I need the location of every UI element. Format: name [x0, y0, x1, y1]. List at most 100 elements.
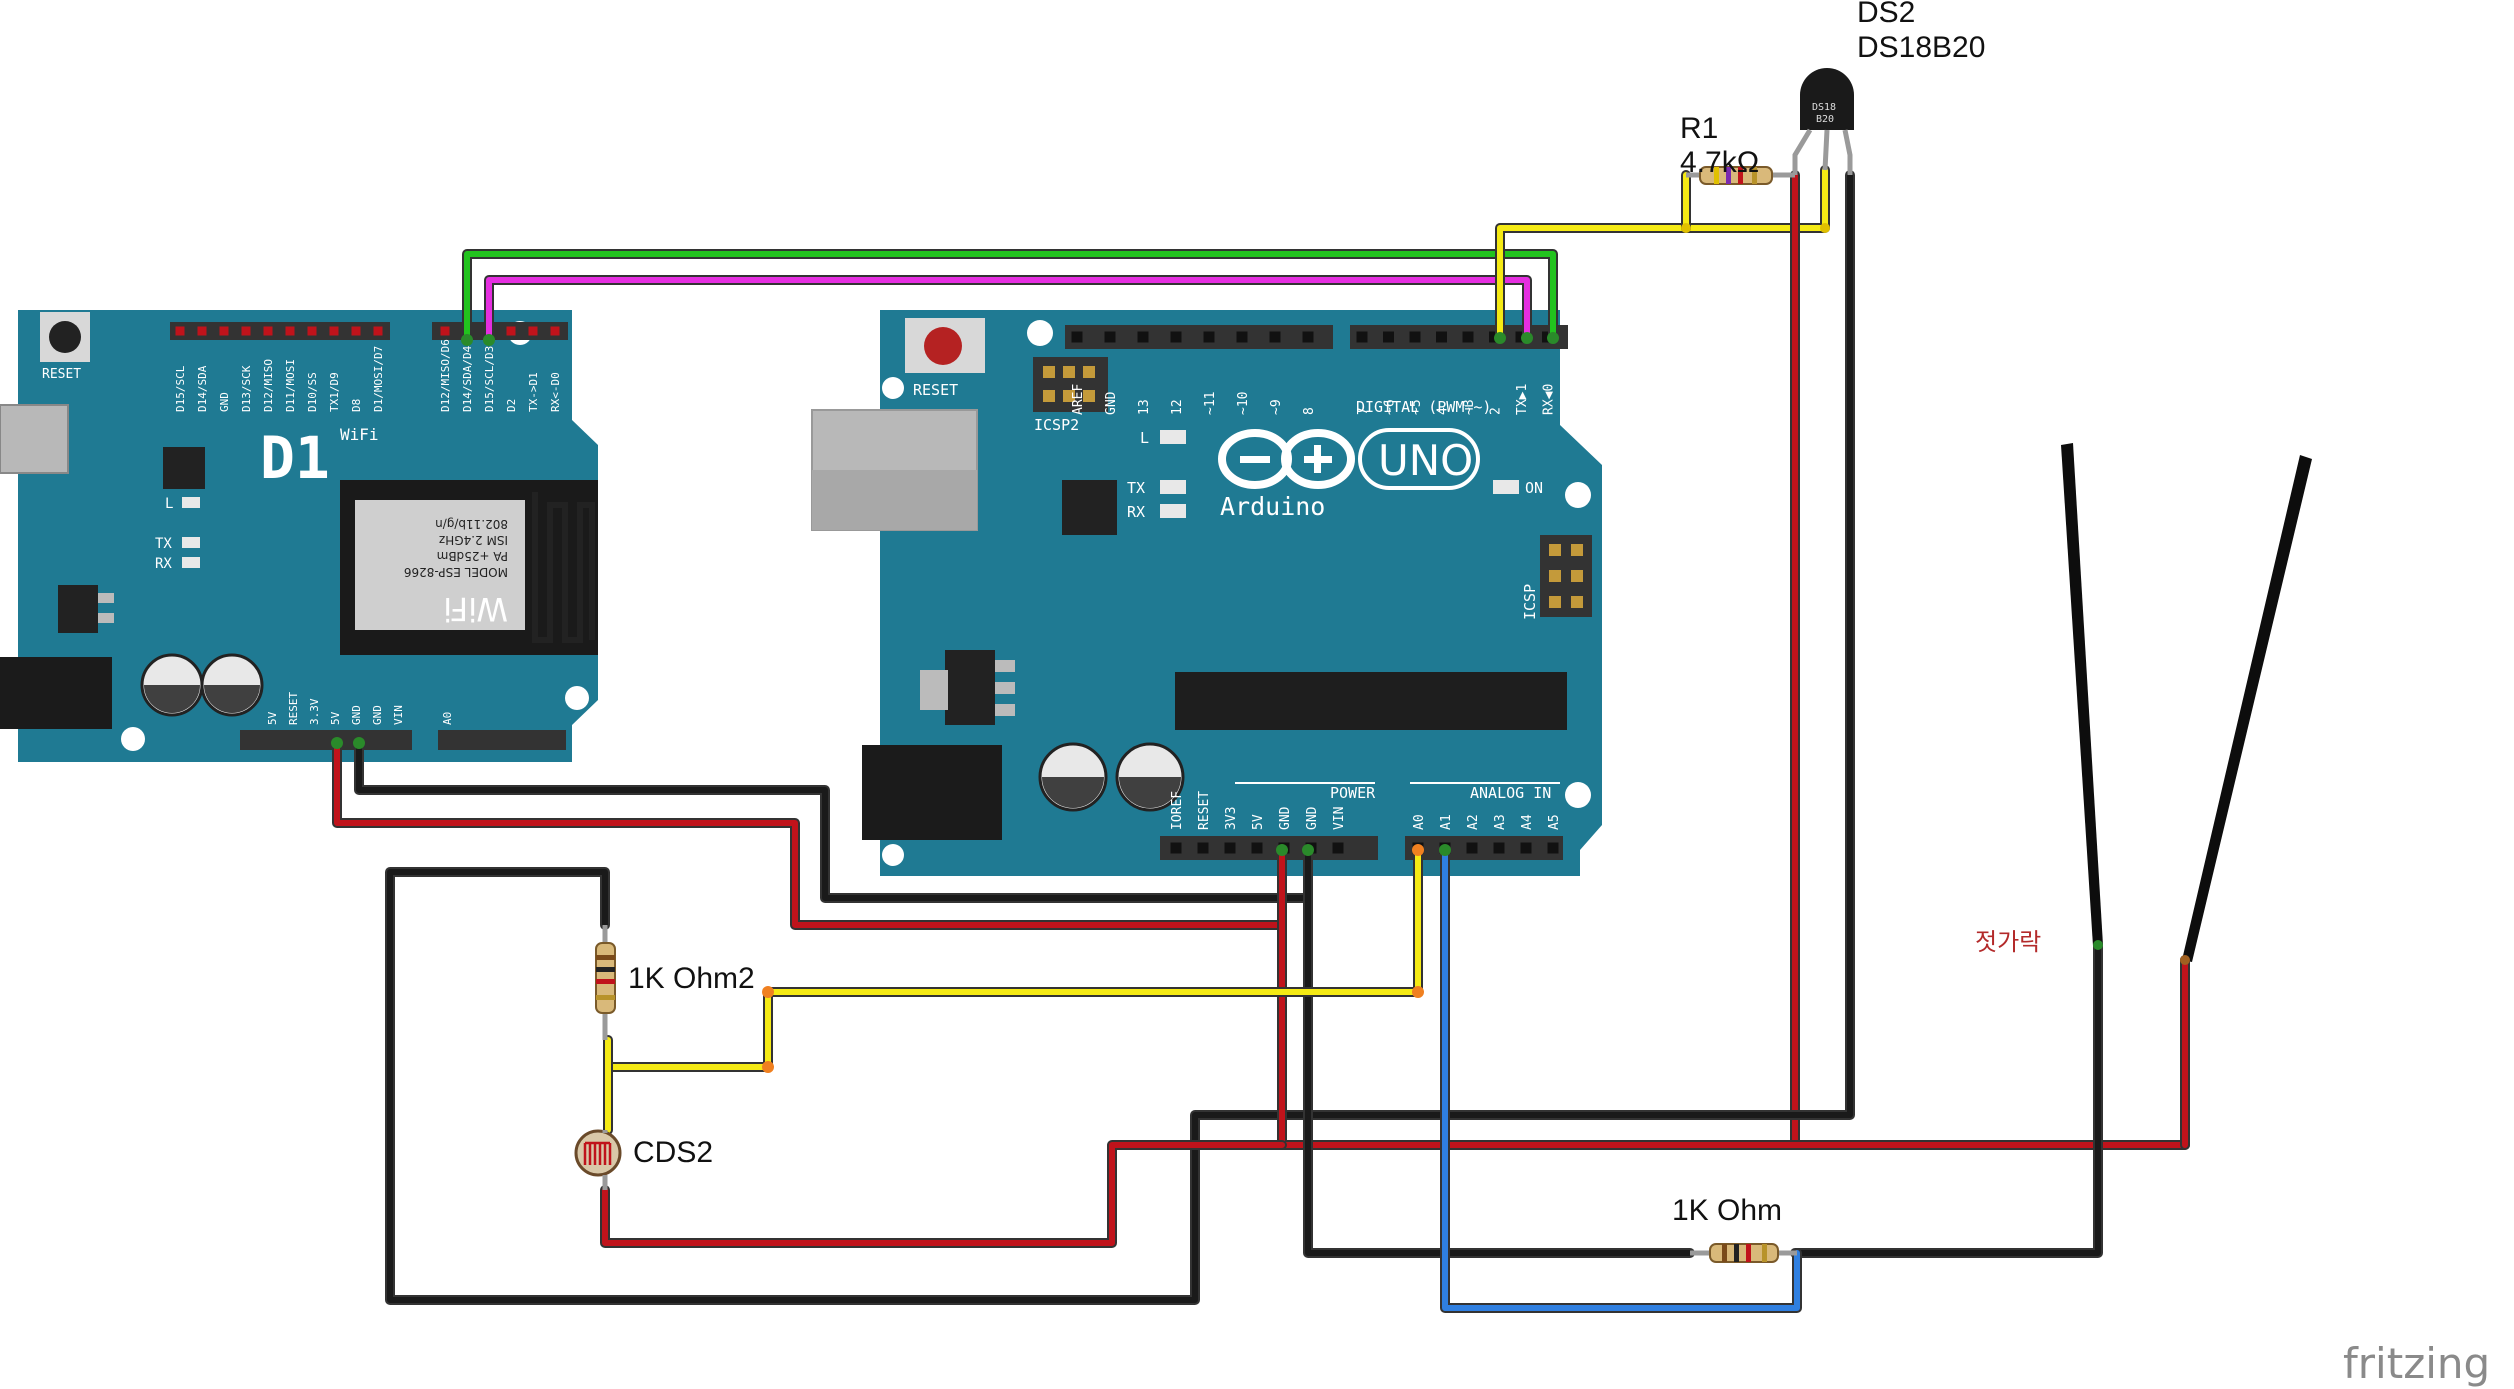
d1-led-tx-label: TX — [155, 536, 172, 552]
d1-bottom-header-right — [438, 730, 566, 750]
wire-yellow-a0 — [605, 847, 1421, 1070]
chopsticks-label: 젓가락 — [1975, 928, 2041, 956]
header-pin — [1515, 331, 1527, 343]
ds18b20-chip-text: DS18 — [1812, 102, 1836, 113]
mounting-hole — [882, 844, 904, 866]
pin-label: 2 — [1489, 407, 1504, 415]
header-pin — [175, 326, 185, 336]
uno-reset-button-cap — [924, 327, 962, 365]
esp8266-shield — [355, 500, 525, 630]
esp8266-module-text: PA +25dBm — [437, 549, 508, 563]
chopstick-left — [2061, 443, 2103, 946]
pin-label: GND — [1278, 806, 1293, 830]
header-pin — [1071, 331, 1083, 343]
header-pin — [307, 326, 317, 336]
wire-black-uno-gnd — [1303, 845, 1695, 1258]
uno-dc-jack — [862, 745, 1002, 840]
header-pin — [1302, 331, 1314, 343]
header-pin — [1224, 842, 1236, 854]
pin-label: 5V — [266, 711, 279, 725]
d1-wifi-label: WiFi — [340, 425, 379, 444]
resistor-r1: R1 4.7kΩ — [1680, 112, 1795, 185]
header-pin — [1251, 842, 1263, 854]
resistor-1k-ohm: 1K Ohm — [1672, 1194, 1797, 1263]
pin-label: VIN — [1332, 807, 1347, 830]
d1-chip — [163, 447, 205, 489]
uno-model-badge — [1358, 428, 1480, 490]
header-pin — [1170, 331, 1182, 343]
pin-label: ~5 — [1409, 399, 1424, 415]
header-pin — [1462, 331, 1474, 343]
fritzing-logo: fritzing — [2343, 1339, 2490, 1388]
cds-body — [574, 1129, 622, 1177]
pin-label: 13 — [1137, 399, 1152, 415]
uno-icsp-label: ICSP — [1521, 584, 1539, 620]
pin-label: AREF — [1071, 384, 1086, 415]
pin-label: D15/SCL/D3 — [483, 346, 496, 412]
pin-label: A4 — [1520, 814, 1535, 830]
pin-label: D8 — [350, 399, 363, 412]
d1-dc-jack — [0, 657, 112, 729]
r1-value: 4.7kΩ — [1680, 146, 1759, 179]
header-pin — [1332, 842, 1344, 854]
uno-icsp2-label: ICSP2 — [1034, 416, 1079, 434]
header-pin — [1104, 331, 1116, 343]
d1-led-l — [182, 497, 200, 508]
header-pin — [197, 326, 207, 336]
uno-led-l-label: L — [1140, 429, 1149, 447]
res-1k-ohm-label: 1K Ohm — [1672, 1194, 1782, 1227]
uno-reset-label: RESET — [913, 381, 958, 399]
uno-power-label: POWER — [1330, 784, 1376, 802]
header-pin — [1383, 331, 1394, 343]
wire-red-cds — [602, 1142, 1285, 1246]
pin-label: D15/SCL — [174, 365, 187, 412]
uno-icsp-header — [1540, 535, 1592, 617]
pin-label: A1 — [1439, 814, 1454, 830]
mounting-hole — [121, 727, 145, 751]
pin-label: 12 — [1170, 399, 1185, 415]
d1-regulator — [58, 585, 98, 633]
wire-yellow-a0 — [603, 845, 1423, 1072]
ds2-ref: DS2 — [1857, 0, 1915, 29]
header-pin — [1520, 842, 1532, 854]
pin-label: GND — [1305, 806, 1320, 830]
pin-label: IOREF — [1170, 791, 1185, 830]
esp8266-module-text: ISM 2.4GHz — [439, 533, 508, 547]
pin-label: D10/SS — [306, 372, 319, 412]
header-pin — [241, 326, 251, 336]
arduino-infinity-logo — [1218, 429, 1355, 489]
wire-endpoints — [331, 223, 1830, 1073]
header-pin — [506, 326, 516, 336]
d1-regulator-tab — [98, 593, 114, 603]
pin-label: ~3 — [1462, 399, 1477, 415]
pin-label: 5V — [329, 711, 342, 725]
header-pin — [285, 326, 295, 336]
pin-label: ~10 — [1236, 392, 1251, 415]
uno-digital-header-right — [1350, 325, 1568, 349]
d1-usb-connector — [0, 404, 69, 474]
chopsticks: 젓가락 — [1975, 443, 2312, 965]
d1-led-rx-label: RX — [155, 556, 172, 572]
uno-led-rx-label: RX — [1127, 503, 1145, 521]
pin-label: A0 — [1412, 814, 1427, 830]
pin-label: D11/MOSI — [284, 359, 297, 412]
uno-power-header — [1160, 836, 1378, 860]
header-pin — [1197, 842, 1209, 854]
d1-reset-button-cap — [49, 321, 81, 353]
header-pin — [1436, 331, 1447, 343]
wire-yellow-ds18b20-data — [1497, 167, 1828, 341]
wire-black-chopstick — [1790, 940, 2103, 1258]
chopstick-right — [2182, 455, 2312, 962]
wire-blue-a1 — [1440, 845, 1802, 1313]
pin-label: D14/SDA — [196, 365, 209, 412]
uno-analog-header — [1405, 836, 1563, 860]
wire-black-chopstick — [1792, 942, 2101, 1256]
wire-blue-a1 — [1442, 847, 1800, 1311]
pin-label: TX▶1 — [1515, 384, 1530, 415]
uno-board-body — [880, 310, 1602, 876]
pin-label: D12/MISO/D6 — [439, 339, 452, 412]
